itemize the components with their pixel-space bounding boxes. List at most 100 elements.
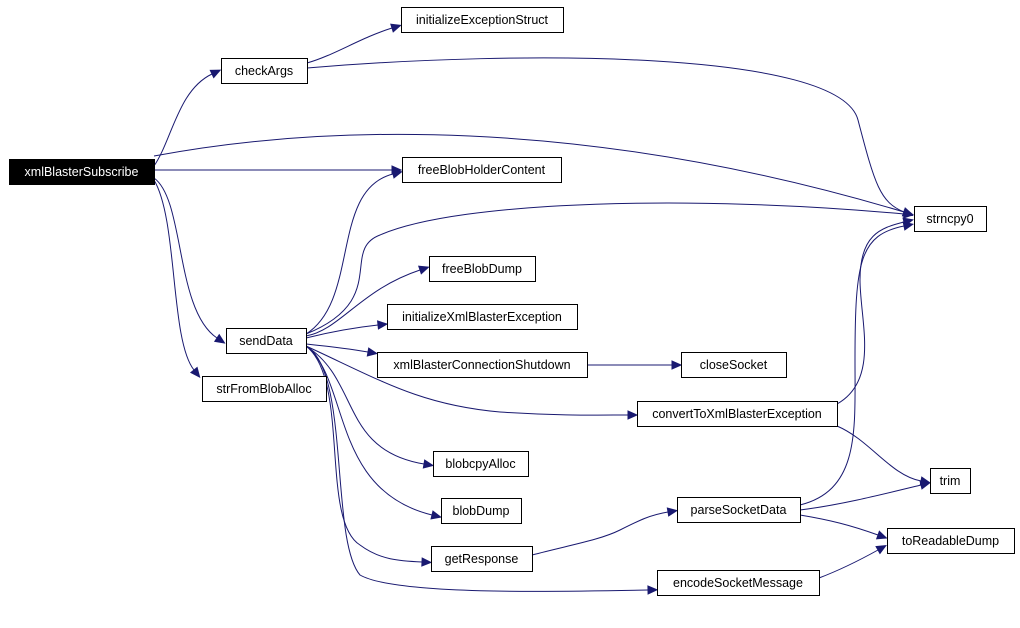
edge-sendData-to-freeBlobHolderContent — [305, 173, 394, 335]
node-closeSocket[interactable]: closeSocket — [681, 352, 787, 378]
node-label: xmlBlasterSubscribe — [25, 165, 139, 179]
edge-convertToXmlBlasterException-to-strncpy0 — [836, 221, 905, 405]
edge-sendData-to-blobcpyAlloc — [305, 345, 425, 465]
node-label: xmlBlasterConnectionShutdown — [393, 358, 570, 372]
edge-sendData-to-strncpy0 — [305, 202, 905, 335]
arrowhead — [671, 360, 683, 370]
node-label: convertToXmlBlasterException — [652, 407, 822, 421]
call-edges — [153, 23, 932, 595]
node-label: parseSocketData — [691, 503, 787, 517]
node-box — [441, 498, 522, 524]
edge-sendData-to-freeBlobDump — [305, 269, 421, 337]
edge-xmlBlasterSubscribe-to-strncpy0 — [153, 133, 905, 213]
node-label: freeBlobHolderContent — [418, 163, 546, 177]
node-label: checkArgs — [235, 64, 293, 78]
edge-encodeSocketMessage-to-toReadableDump — [818, 549, 879, 579]
arrowhead — [919, 480, 931, 490]
node-initializeExceptionStruct[interactable]: initializeExceptionStruct — [401, 7, 564, 33]
edge-parseSocketData-to-trim — [799, 484, 922, 511]
node-box — [402, 157, 562, 183]
node-trim[interactable]: trim — [930, 468, 971, 494]
node-box — [657, 570, 820, 596]
edge-parseSocketData-to-strncpy0 — [799, 225, 905, 506]
node-encodeSocketMessage[interactable]: encodeSocketMessage — [657, 570, 820, 596]
arrowhead — [189, 366, 201, 378]
node-box — [226, 328, 307, 354]
node-label: initializeExceptionStruct — [416, 13, 549, 27]
arrowhead — [391, 169, 403, 179]
node-xmlBlasterSubscribe[interactable]: xmlBlasterSubscribe — [9, 159, 155, 185]
node-label: blobDump — [453, 504, 510, 518]
node-label: sendData — [239, 334, 293, 348]
edge-sendData-to-xmlBlasterConnectionShutdown — [305, 343, 369, 353]
node-box — [930, 468, 971, 494]
node-initializeXmlBlasterException[interactable]: initializeXmlBlasterException — [387, 304, 578, 330]
node-box — [637, 401, 838, 427]
node-box — [387, 304, 578, 330]
node-box — [681, 352, 787, 378]
node-box — [401, 7, 564, 33]
node-label: toReadableDump — [902, 534, 999, 548]
arrowhead — [875, 530, 888, 540]
node-parseSocketData[interactable]: parseSocketData — [677, 497, 801, 523]
arrowhead — [627, 410, 639, 420]
edge-parseSocketData-to-toReadableDump — [799, 514, 879, 536]
node-blobDump[interactable]: blobDump — [441, 498, 522, 524]
node-label: encodeSocketMessage — [673, 576, 803, 590]
node-label: closeSocket — [700, 358, 768, 372]
node-label: trim — [940, 474, 961, 488]
node-box — [914, 206, 987, 232]
node-checkArgs[interactable]: checkArgs — [221, 58, 308, 84]
node-label: strncpy0 — [926, 212, 973, 226]
arrowhead — [875, 545, 887, 555]
node-label: freeBlobDump — [442, 262, 522, 276]
edge-xmlBlasterSubscribe-to-sendData — [153, 177, 218, 339]
node-box — [202, 376, 327, 402]
node-label: blobcpyAlloc — [445, 457, 515, 471]
arrowhead — [430, 510, 442, 520]
node-blobcpyAlloc[interactable]: blobcpyAlloc — [433, 451, 529, 477]
edge-sendData-to-convertToXmlBlasterException — [305, 345, 629, 416]
arrowhead — [647, 585, 659, 595]
node-box — [429, 256, 536, 282]
arrowhead — [376, 320, 389, 330]
edge-sendData-to-encodeSocketMessage — [305, 345, 649, 592]
node-box — [887, 528, 1015, 554]
arrowhead — [418, 265, 430, 275]
node-box — [433, 451, 529, 477]
arrowhead — [366, 347, 379, 357]
node-box — [221, 58, 308, 84]
node-getResponse[interactable]: getResponse — [431, 546, 533, 572]
node-box — [377, 352, 588, 378]
node-strncpy0[interactable]: strncpy0 — [914, 206, 987, 232]
arrowhead — [902, 221, 915, 231]
node-label: initializeXmlBlasterException — [402, 310, 562, 324]
edge-xmlBlasterSubscribe-to-checkArgs — [153, 73, 213, 167]
arrowhead — [209, 69, 222, 79]
arrowhead — [666, 507, 679, 517]
edge-convertToXmlBlasterException-to-trim — [836, 425, 922, 482]
arrowhead — [903, 209, 915, 219]
node-label: getResponse — [445, 552, 519, 566]
edge-checkArgs-to-strncpy0 — [306, 57, 905, 213]
arrowhead — [421, 557, 433, 567]
edge-checkArgs-to-initializeExceptionStruct — [306, 27, 393, 64]
node-freeBlobDump[interactable]: freeBlobDump — [429, 256, 536, 282]
node-freeBlobHolderContent[interactable]: freeBlobHolderContent — [402, 157, 562, 183]
node-box — [431, 546, 533, 572]
node-label: strFromBlobAlloc — [216, 382, 311, 396]
function-nodes: xmlBlasterSubscribe checkArgs initializeEx… — [9, 7, 1015, 596]
edge-sendData-to-initializeXmlBlasterException — [305, 324, 379, 339]
arrowhead — [422, 459, 435, 469]
node-toReadableDump[interactable]: toReadableDump — [887, 528, 1015, 554]
node-sendData[interactable]: sendData — [226, 328, 307, 354]
node-convertToXmlBlasterException[interactable]: convertToXmlBlasterException — [637, 401, 838, 427]
arrowhead — [390, 23, 402, 33]
arrowhead — [213, 333, 226, 344]
node-box — [9, 159, 155, 185]
edge-getResponse-to-parseSocketData — [531, 511, 669, 556]
node-xmlBlasterConnectionShutdown[interactable]: xmlBlasterConnectionShutdown — [377, 352, 588, 378]
node-strFromBlobAlloc[interactable]: strFromBlobAlloc — [202, 376, 327, 402]
node-box — [677, 497, 801, 523]
